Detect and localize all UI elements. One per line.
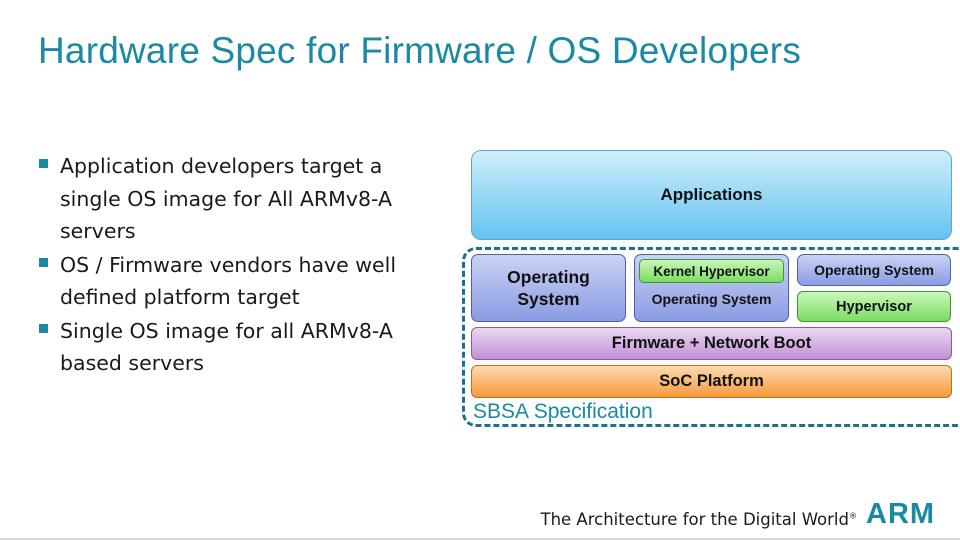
bullet-item: Application developers target a single O… [38,150,398,248]
registered-mark: ® [849,511,857,521]
bullet-text: Application developers target a single O… [60,154,392,243]
bullet-square-icon [39,323,48,333]
bullet-text: OS / Firmware vendors have well defined … [60,252,397,310]
footer-tagline: The Architecture for the Digital World® [541,510,858,529]
soc-platform-box: SoC Platform [471,365,952,398]
hypervisor-box: Hypervisor [797,291,951,322]
page-title: Hardware Spec for Firmware / OS Develope… [38,30,802,71]
firmware-network-boot-box: Firmware + Network Boot [471,327,952,360]
operating-system-box-right: Operating System [797,254,951,286]
bullet-text: Single OS image for all ARMv8-A based se… [60,318,393,376]
arm-logo: ARM [866,498,936,530]
applications-box: Applications [471,150,952,240]
bullet-list: Application developers target a single O… [38,150,398,381]
bullet-item: Single OS image for all ARMv8-A based se… [38,315,398,380]
operating-system-box: Operating System [471,254,626,322]
bottom-divider [0,538,960,540]
tagline-text: The Architecture for the Digital World [540,510,850,529]
operating-system-label: Operating System [651,291,772,307]
sbsa-specification-label: SBSA Specification [473,400,653,423]
bullet-square-icon [39,159,48,168]
kernel-hypervisor-box: Kernel Hypervisor [639,259,784,283]
bullet-item: OS / Firmware vendors have well defined … [38,249,398,314]
sbsa-dashed-boundary [462,247,960,427]
bullet-square-icon [39,257,48,267]
